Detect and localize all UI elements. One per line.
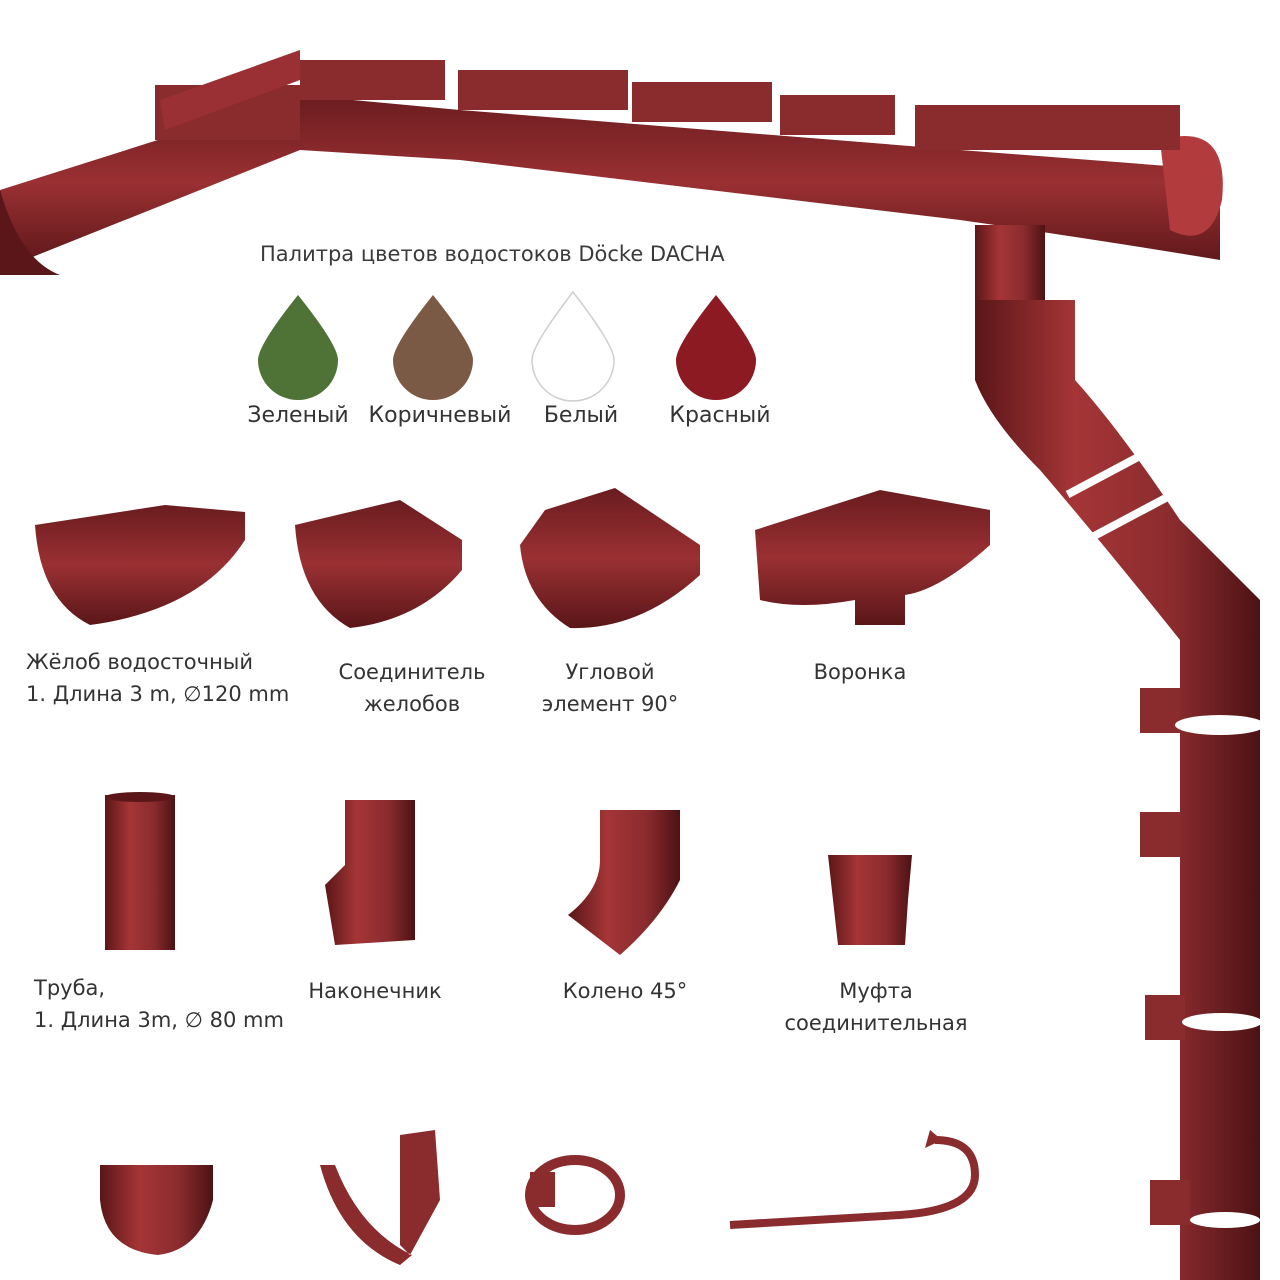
funnel-part (755, 490, 990, 625)
corner-caption-line2: элемент 90° (541, 692, 679, 716)
elbow-part (568, 810, 680, 955)
corner-part (520, 488, 700, 629)
pipe-caption-line2: 1. Длина 3m, ∅ 80 mm (34, 1008, 284, 1032)
gutter-endcap-part (100, 1165, 213, 1255)
assembled-gutter-run (0, 50, 1223, 275)
pipe-caption-line1: Труба, (34, 976, 106, 1000)
gutter-caption: Жёлоб водосточный 1. Длина 3 m, ∅120 mm (26, 646, 289, 710)
connector-part (295, 500, 462, 628)
elbow-caption-line1: Колено 45° (562, 979, 688, 1003)
brown-drop-icon (393, 295, 473, 400)
corner-caption-line1: Угловой (565, 660, 655, 684)
outlet-caption-line1: Наконечник (308, 979, 442, 1003)
coupling-caption-line2: соединительная (784, 1011, 968, 1035)
corner-caption: Угловой элемент 90° (542, 656, 679, 720)
swatch-label-red: Красный (669, 403, 771, 428)
clamp-tab (530, 1172, 555, 1207)
swatch-label-green: Зеленый (247, 403, 349, 428)
red-drop-icon (676, 295, 756, 400)
pipe-caption: Труба, 1. Длина 3m, ∅ 80 mm (34, 972, 284, 1036)
coupling-part (828, 855, 912, 945)
funnel-caption-line1: Воронка (813, 660, 907, 684)
funnel-caption: Воронка (814, 656, 907, 688)
outlet-part (325, 800, 415, 945)
palette-title: Палитра цветов водостоков Döcke DACHA (260, 242, 725, 266)
pipe-part (105, 795, 175, 950)
connector-caption-line1: Соединитель (338, 660, 486, 684)
green-drop-icon (258, 295, 338, 400)
coupling-caption: Муфта соединительная (784, 975, 967, 1039)
downpipe-assembly (975, 225, 1265, 1280)
gutter-caption-line1: Жёлоб водосточный (26, 650, 254, 674)
hook-part (729, 1136, 980, 1229)
gutter-bracket-part (320, 1130, 440, 1265)
swatch-label-brown: Коричневый (368, 403, 512, 428)
elbow-caption: Колено 45° (563, 975, 688, 1007)
white-drop-icon (531, 290, 615, 402)
connector-caption: Соединитель желобов (339, 656, 486, 720)
coupling-caption-line1: Муфта (839, 979, 913, 1003)
connector-caption-line2: желобов (363, 692, 461, 716)
swatch-label-white: Белый (543, 403, 619, 428)
gutter-caption-line2: 1. Длина 3 m, ∅120 mm (26, 682, 290, 706)
hook-tip (925, 1130, 942, 1148)
outlet-caption: Наконечник (308, 975, 441, 1007)
gutter-part (35, 505, 245, 625)
